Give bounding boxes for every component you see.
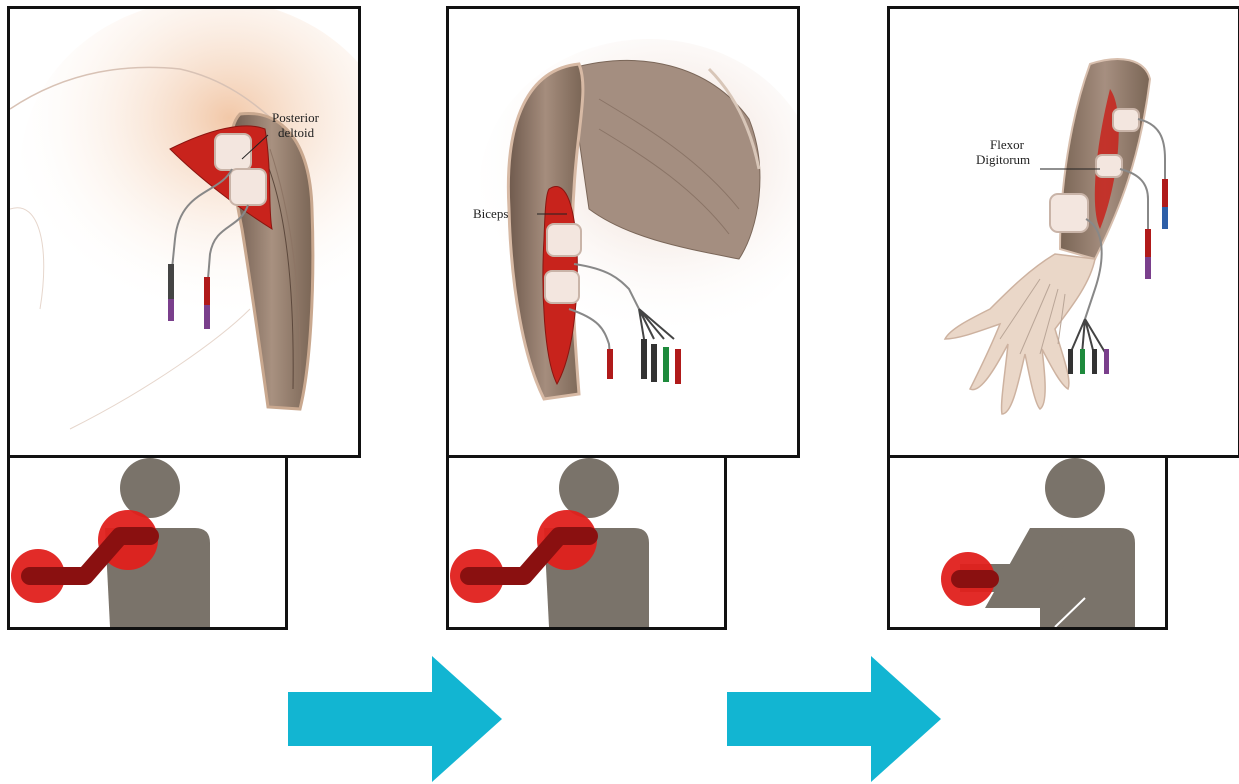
movement-panel-wrist: [887, 455, 1168, 630]
illustration-panel-biceps: Biceps: [446, 6, 800, 458]
right-arrow-icon: [727, 656, 941, 782]
right-arrow-icon: [288, 656, 502, 782]
muscle-label-line2: deltoid: [278, 125, 315, 140]
shoulder-elbow-movement-icon: [10, 458, 285, 627]
movement-panel-shoulder: [7, 455, 288, 630]
illustration-panel-deltoid: Posterior deltoid: [7, 6, 361, 458]
deltoid-illustration: Posterior deltoid: [10, 9, 358, 455]
muscle-label-line1: Biceps: [473, 206, 508, 221]
elbow-movement-icon: [449, 458, 724, 627]
wrist-movement-icon: [890, 458, 1165, 627]
muscle-label-line1: Flexor: [990, 137, 1025, 152]
muscle-label-line1: Posterior: [272, 110, 320, 125]
movement-panel-elbow: [446, 455, 727, 630]
illustration-panel-forearm: Flexor Digitorum: [887, 6, 1239, 458]
biceps-illustration: Biceps: [449, 9, 797, 455]
flexor-digitorum-illustration: Flexor Digitorum: [890, 9, 1238, 455]
muscle-label-line2: Digitorum: [976, 152, 1030, 167]
